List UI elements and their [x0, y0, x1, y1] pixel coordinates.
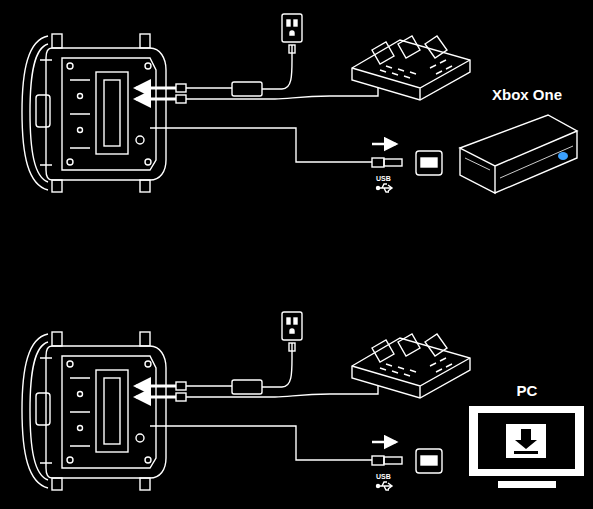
pc-monitor: PC [468, 382, 586, 492]
setup-illustration [22, 312, 470, 490]
device-title: Xbox One [455, 86, 593, 104]
xbox-console-outline [455, 86, 593, 201]
port-label: USB [376, 473, 391, 481]
device-title: PC [468, 382, 586, 400]
port-label: USB [376, 175, 391, 183]
xbox-console: Xbox One [455, 86, 593, 201]
setup-illustration [22, 14, 470, 192]
